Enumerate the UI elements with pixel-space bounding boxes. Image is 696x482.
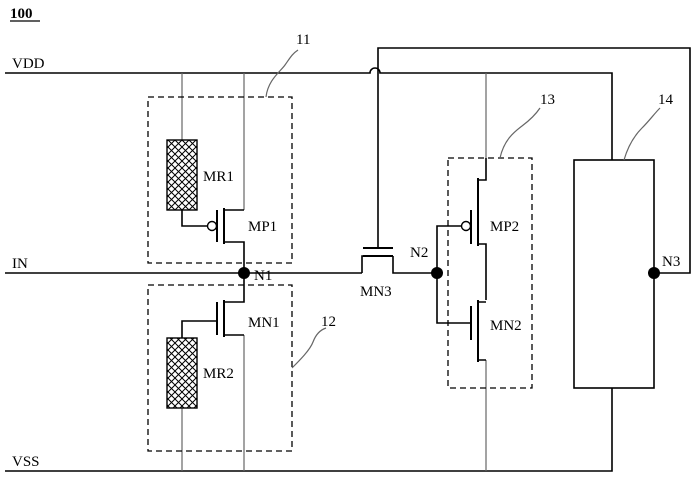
vdd-rail: VDD	[5, 56, 613, 210]
mn3-transistor	[361, 73, 437, 274]
mn2-label: MN2	[490, 318, 522, 334]
node-n1-label: N1	[254, 268, 272, 284]
mr1-resistor	[166, 139, 198, 211]
callout-12: 12	[291, 314, 336, 369]
mp1-transistor	[216, 208, 245, 273]
block-14	[573, 159, 655, 389]
vss-label: VSS	[12, 454, 40, 470]
svg-text:12: 12	[321, 314, 336, 330]
node-n3-label: N3	[662, 254, 680, 270]
mn2-transistor	[436, 273, 486, 362]
svg-text:14: 14	[658, 92, 674, 108]
vss-rail: VSS	[5, 335, 613, 472]
mn3-label: MN3	[360, 284, 392, 300]
mp2-label: MP2	[490, 219, 519, 235]
block-12-outline	[147, 284, 293, 452]
mn1-transistor	[181, 273, 245, 338]
mn1-label: MN1	[248, 315, 280, 331]
node-n3-dot	[648, 267, 660, 279]
callout-13: 13	[499, 92, 555, 159]
block-11-outline	[147, 96, 293, 264]
mr2-label: MR2	[203, 366, 234, 382]
node-n1-dot	[238, 267, 250, 279]
input-line: IN	[5, 256, 362, 274]
svg-text:11: 11	[296, 32, 310, 48]
svg-text:13: 13	[540, 92, 555, 108]
node-n2-label: N2	[410, 245, 428, 261]
mr2-resistor	[166, 337, 198, 409]
in-label: IN	[12, 256, 28, 272]
mp2-transistor	[436, 158, 487, 300]
mp1-label: MP1	[248, 219, 277, 235]
vdd-label: VDD	[12, 56, 45, 72]
callout-14: 14	[623, 92, 674, 161]
callout-11: 11	[265, 32, 310, 98]
figure-number: 100	[10, 6, 33, 22]
mr1-label: MR1	[203, 169, 234, 185]
block-13-outline	[447, 157, 533, 389]
